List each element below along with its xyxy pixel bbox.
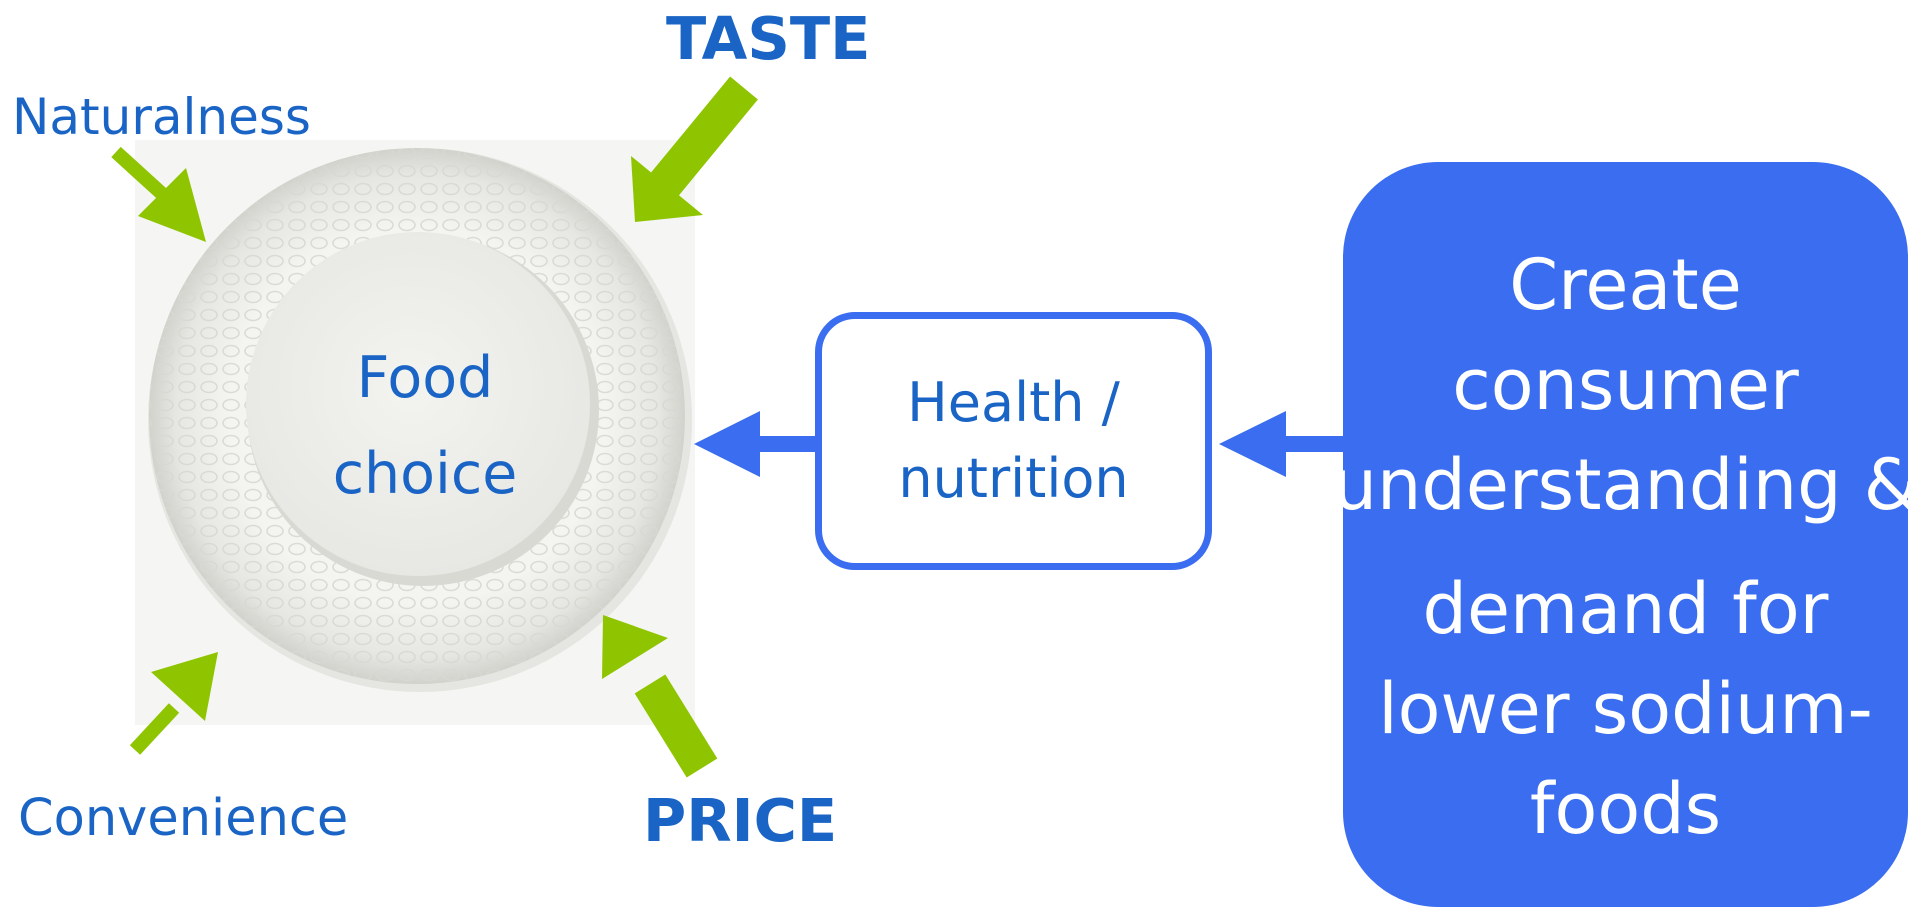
arrow-price [602, 615, 718, 778]
create-demand-box: Create consumer understanding & demand f… [1333, 162, 1918, 907]
arrow-health-to-plate [694, 411, 824, 477]
food-choice-line: Food [356, 345, 494, 411]
create-box-line: lower sodium- [1378, 668, 1873, 750]
create-box-line: demand for [1422, 568, 1829, 650]
create-box-line: consumer [1452, 344, 1799, 426]
create-box-line: understanding & [1332, 444, 1919, 526]
arrow-create-to-health [1219, 411, 1348, 477]
label-naturalness: Naturalness [12, 88, 311, 146]
label-convenience: Convenience [18, 789, 349, 848]
health-box-line: Health / [907, 371, 1120, 434]
health-nutrition-box: Health / nutrition [815, 312, 1212, 570]
create-box-line: foods [1529, 768, 1722, 850]
health-box-line: nutrition [898, 447, 1129, 510]
label-taste: TASTE [666, 4, 871, 73]
label-price: PRICE [643, 786, 838, 855]
food-choice-label: Food choice [300, 330, 550, 522]
arrow-convenience [129, 652, 218, 755]
arrow-taste [631, 76, 758, 222]
create-box-line: Create [1509, 244, 1742, 326]
plate-image [135, 140, 695, 725]
arrow-naturalness [111, 146, 206, 242]
food-choice-line: choice [332, 441, 518, 507]
